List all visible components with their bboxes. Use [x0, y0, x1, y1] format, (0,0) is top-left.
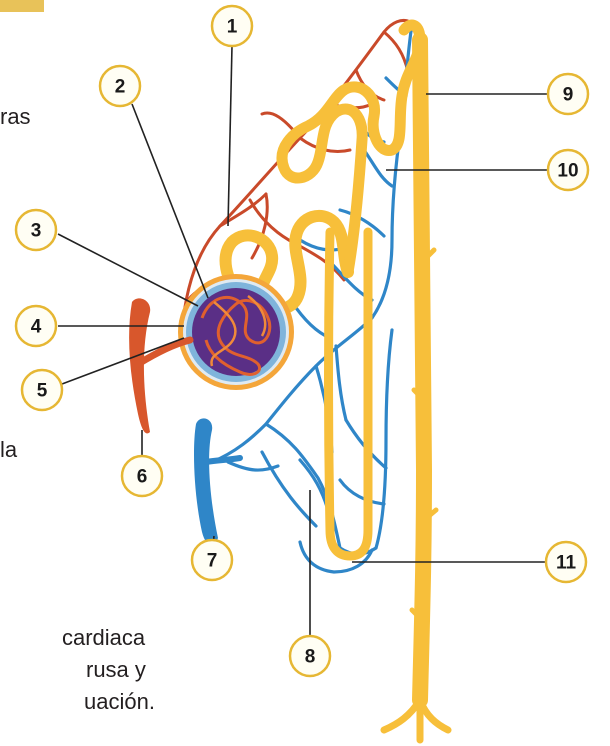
glomerulus	[178, 274, 294, 390]
renal-vein-branch	[194, 418, 240, 545]
callout-2-label: 2	[115, 77, 126, 98]
callout-8-label: 8	[305, 647, 316, 668]
callout-9: 9	[548, 74, 588, 114]
callout-6: 6	[122, 456, 162, 496]
callout-7: 7	[192, 540, 232, 580]
callout-10: 10	[548, 150, 588, 190]
callout-11-label: 11	[556, 553, 577, 574]
callout-1: 1	[212, 6, 252, 46]
callout-3-label: 3	[31, 221, 42, 242]
callout-10-label: 10	[557, 161, 578, 182]
callout-4: 4	[16, 306, 56, 346]
callout-4-label: 4	[31, 317, 42, 338]
callout-1-label: 1	[227, 17, 238, 38]
callout-8: 8	[290, 636, 330, 676]
callout-7-label: 7	[207, 551, 218, 572]
callout-labels: 1 2 3 4 5 6 7 8 9 10 11	[16, 6, 588, 676]
callout-11: 11	[546, 542, 586, 582]
callout-6-label: 6	[137, 467, 148, 488]
callout-3: 3	[16, 210, 56, 250]
callout-9-label: 9	[563, 85, 574, 106]
callout-2: 2	[100, 66, 140, 106]
callout-5-label: 5	[37, 381, 48, 402]
callout-5: 5	[22, 370, 62, 410]
